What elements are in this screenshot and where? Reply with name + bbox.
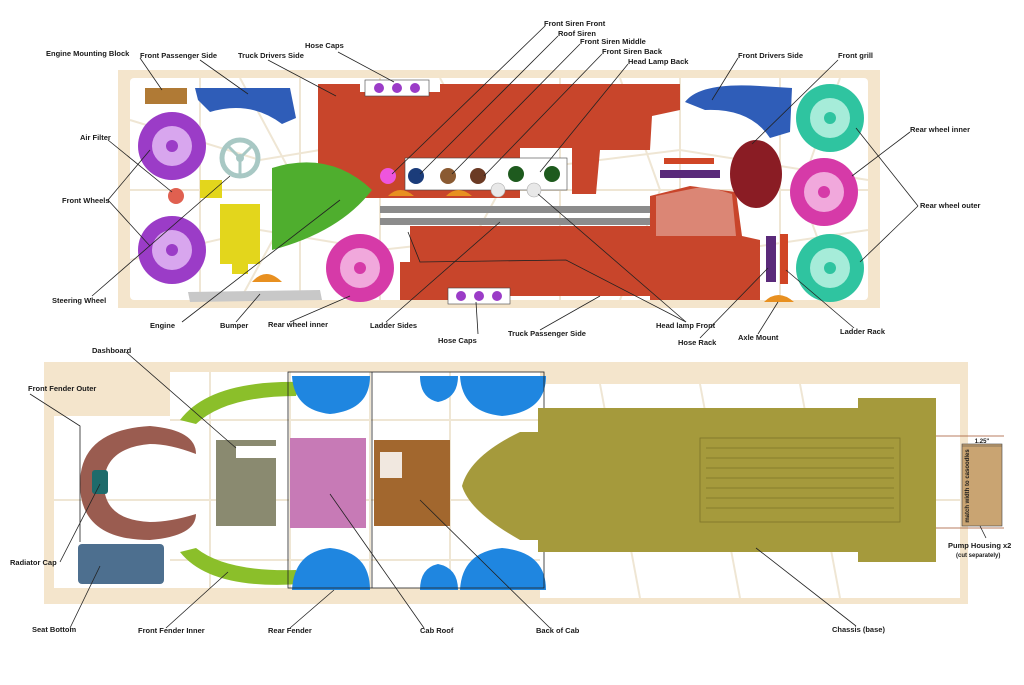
label-engine-mounting-block: Engine Mounting Block: [46, 49, 130, 58]
label-front-siren-front: Front Siren Front: [544, 19, 606, 28]
label-front-drivers-side: Front Drivers Side: [738, 51, 803, 60]
label-engine: Engine: [150, 321, 175, 330]
pump-dim-label: 1.25": [975, 439, 990, 445]
bumper-bracket: [252, 274, 282, 282]
front-drivers-side-part: [685, 85, 792, 138]
axle-mount-part: [764, 295, 794, 302]
ladder-rack-top: [664, 158, 714, 164]
dashboard-window: [236, 446, 276, 458]
label-head-lamp-front: Head lamp Front: [656, 321, 716, 330]
label-axle-mount: Axle Mount: [738, 333, 779, 342]
front-fender-outer-part: [80, 426, 196, 540]
engine-part: [200, 180, 260, 274]
rear-fender-part: [292, 376, 546, 590]
front-wheel-1: [138, 112, 206, 180]
label-front-grill: Front grill: [838, 51, 873, 60]
rear-wheel-inner-right-part: [790, 158, 858, 226]
label-seat-bottom: Seat Bottom: [32, 625, 77, 634]
bumper-part: [188, 290, 322, 302]
hose-caps-bottom-part: [447, 287, 511, 305]
hose-rack-top: [660, 170, 720, 178]
label-truck-passenger-side: Truck Passenger Side: [508, 329, 586, 338]
hose-caps-top-part: [364, 79, 430, 97]
top-sprue: [118, 70, 880, 308]
hose-rack-part: [766, 236, 776, 282]
chassis-grooves: [699, 437, 901, 523]
label-pump-housing: Pump Housing x2: [948, 541, 1011, 550]
head-lamp-front-part-2: [526, 182, 542, 198]
siren-tray: [404, 157, 568, 191]
rear-wheel-inner-bottom-part: [326, 234, 394, 302]
front-siren-front-part: [380, 168, 396, 184]
front-fender-inner-part: [180, 548, 300, 585]
head-lamp-front-part: [490, 182, 506, 198]
leader-lines: [29, 25, 987, 629]
label-steering-wheel: Steering Wheel: [52, 296, 106, 305]
cab-window-detail: [656, 186, 736, 236]
label-rear-fender: Rear Fender: [268, 626, 312, 635]
label-front-siren-back: Front Siren Back: [602, 47, 663, 56]
label-dashboard: Dashboard: [92, 346, 132, 355]
label-hose-rack: Hose Rack: [678, 338, 717, 347]
label-air-filter: Air Filter: [80, 133, 111, 142]
label-rear-wheel-inner-bottom: Rear wheel inner: [268, 320, 328, 329]
label-chassis-base: Chassis (base): [832, 625, 885, 634]
front-siren-middle-part: [440, 168, 456, 184]
steering-wheel-part: [219, 137, 261, 179]
head-lamp-back-part: [508, 166, 524, 182]
label-radiator-cap: Radiator Cap: [10, 558, 57, 567]
label-back-of-cab: Back of Cab: [536, 626, 580, 635]
labels: Engine Mounting Block Front Passenger Si…: [10, 19, 1011, 635]
label-ladder-rack: Ladder Rack: [840, 327, 886, 336]
head-lamp-back-part-2: [544, 166, 560, 182]
roof-siren-part: [408, 168, 424, 184]
ladder-sides-part: [380, 206, 650, 225]
label-head-lamp-back: Head Lamp Back: [628, 57, 689, 66]
label-front-passenger-side: Front Passenger Side: [140, 51, 217, 60]
label-truck-drivers-side: Truck Drivers Side: [238, 51, 304, 60]
label-front-siren-middle: Front Siren Middle: [580, 37, 646, 46]
label-front-wheels: Front Wheels: [62, 196, 110, 205]
front-grill-part: [272, 162, 372, 250]
seat-bottom-part: [78, 544, 164, 584]
rear-wheel-outer-1: [796, 84, 864, 152]
axle-mount-small-1: [388, 190, 414, 196]
rear-wheel-outer-2: [796, 234, 864, 302]
label-cab-roof: Cab Roof: [420, 626, 454, 635]
label-hose-caps-top: Hose Caps: [305, 41, 344, 50]
cab-roof-part: [290, 438, 366, 528]
pump-housing-part: [961, 443, 1003, 527]
radiator-cap-part: [92, 470, 108, 494]
ladder-rack-part: [780, 234, 788, 284]
bottom-sprue: 1.25" match width to casoodles: [44, 362, 1004, 604]
label-roof-siren: Roof Siren: [558, 29, 596, 38]
label-rear-wheel-outer: Rear wheel outer: [920, 201, 981, 210]
label-hose-caps-bottom: Hose Caps: [438, 336, 477, 345]
label-bumper: Bumper: [220, 321, 248, 330]
label-front-fender-outer: Front Fender Outer: [28, 384, 96, 393]
truck-passenger-side-part: [400, 186, 760, 300]
front-passenger-side-part: [195, 88, 296, 124]
label-rear-wheel-inner-right: Rear wheel inner: [910, 125, 970, 134]
label-ladder-sides: Ladder Sides: [370, 321, 417, 330]
front-fender-inner-top: [180, 381, 300, 424]
front-siren-back-part: [470, 168, 486, 184]
axle-mount-small-2: [446, 190, 472, 196]
pump-match-label: match width to casoodles: [965, 449, 971, 523]
engine-mounting-block-part: [145, 88, 187, 104]
rear-drum-part: [730, 140, 782, 208]
back-of-cab-window: [380, 452, 402, 478]
label-pump-housing-note: (cut separately): [956, 553, 1000, 559]
front-wheel-2: [138, 216, 206, 284]
chassis-base-part: [462, 398, 936, 562]
label-front-fender-inner: Front Fender Inner: [138, 626, 205, 635]
